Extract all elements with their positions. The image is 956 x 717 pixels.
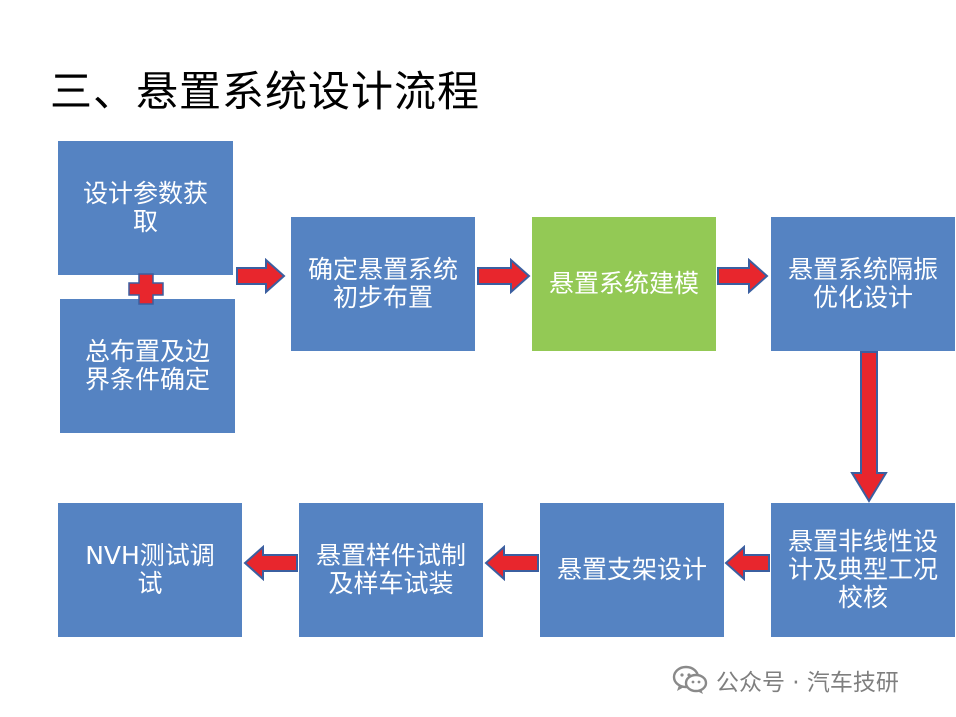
box-model: 悬置系统建模 (532, 217, 716, 351)
box-layout-label: 总布置及边界条件确定 (84, 337, 210, 394)
box-bracket: 悬置支架设计 (540, 503, 724, 637)
box-nvh: NVH测试调试 (58, 503, 242, 637)
arrow-left-3 (243, 545, 298, 581)
box-optimize: 悬置系统隔振优化设计 (771, 217, 955, 351)
box-prelim-label: 确定悬置系统初步布置 (307, 255, 458, 312)
box-sample-label: 悬置样件试制及样车试装 (315, 541, 466, 598)
box-optimize-label: 悬置系统隔振优化设计 (787, 255, 938, 312)
wechat-icon (672, 665, 708, 694)
box-prelim: 确定悬置系统初步布置 (291, 217, 475, 351)
arrow-right-2 (477, 258, 531, 294)
arrow-right-1 (236, 258, 286, 294)
box-param: 设计参数获取 (58, 141, 233, 275)
page-title: 三、悬置系统设计流程 (50, 67, 481, 116)
arrow-left-2 (484, 545, 539, 581)
box-layout: 总布置及边界条件确定 (60, 299, 235, 433)
watermark-text: 公众号 · 汽车技研 (716, 670, 899, 696)
box-nonlinear-label: 悬置非线性设计及典型工况校核 (787, 527, 938, 612)
box-sample: 悬置样件试制及样车试装 (299, 503, 483, 637)
arrow-down (850, 351, 888, 503)
box-param-label: 设计参数获取 (82, 179, 208, 236)
box-bracket-label: 悬置支架设计 (556, 555, 707, 584)
arrow-right-3 (717, 258, 769, 294)
arrow-left-1 (724, 545, 770, 581)
plus-connector (128, 273, 164, 305)
box-nvh-label: NVH测试调试 (85, 541, 215, 598)
watermark: 公众号 · 汽车技研 (672, 662, 899, 698)
box-nonlinear: 悬置非线性设计及典型工况校核 (771, 503, 955, 637)
box-model-label: 悬置系统建模 (548, 269, 699, 298)
